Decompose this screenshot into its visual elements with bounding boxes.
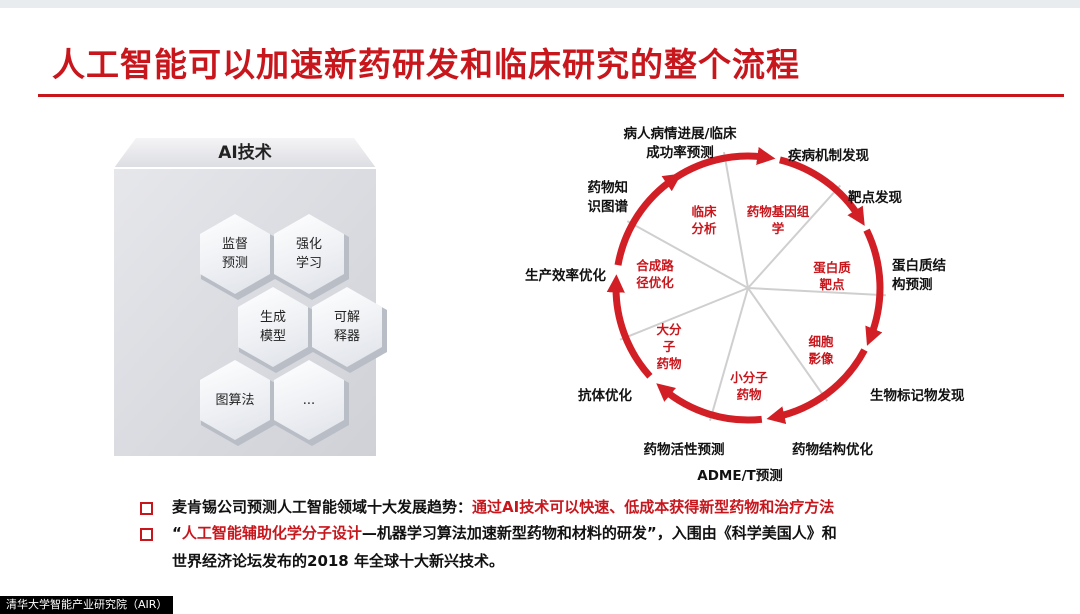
cycle-arrow [606, 274, 653, 379]
cycle-arrow [779, 156, 865, 226]
cycle-arrow [766, 348, 868, 425]
ai-technique-hex: ... [274, 360, 344, 440]
cycle-arrow [863, 228, 884, 346]
bullet-mckinsey-highlight: 通过AI技术可以快速、低成本获得新型药物和治疗方法 [472, 498, 835, 516]
bullet-chem-design-highlight: 人工智能辅助化学分子设计 [181, 524, 362, 542]
ai-technique-hex-text: 释器 [333, 329, 360, 344]
ai-technique-hex-text: 学习 [295, 256, 322, 271]
outer-application-label: 生产效率优化 [525, 267, 606, 284]
inner-stage-label: 大分子药物 [656, 322, 682, 371]
ai-technique-hex-text: 模型 [259, 329, 286, 344]
wheel-spoke [723, 151, 749, 289]
bullet-square-icon [140, 528, 153, 541]
bullet-square-icon [140, 502, 153, 515]
cycle-arrow [656, 383, 763, 424]
ai-technique-hex-text: 图算法 [215, 392, 255, 408]
inner-stage-label: 药物基因组学 [747, 204, 810, 236]
bullet-chem-design: “人工智能辅助化学分子设计—机器学习算法加速新型药物和材料的研发”，入围由《科学… [138, 520, 1038, 546]
wheel-spoke [747, 184, 842, 289]
outer-application-label: ADME/T预测 [697, 467, 782, 484]
bullet-chem-design-line2: 世界经济论坛发布的2018 年全球十大新兴技术。 [138, 548, 1038, 574]
bullet-mckinsey: 麦肯锡公司预测人工智能领域十大发展趋势：通过AI技术可以快速、低成本获得新型药物… [138, 494, 1038, 520]
wheel-spoke [619, 287, 749, 341]
outer-application-label: 靶点发现 [848, 189, 902, 206]
ai-technique-hex-text: 生成 [259, 310, 286, 325]
wheel-spoke [747, 287, 829, 402]
top-bar [0, 0, 1080, 8]
ai-technique-hex-text: 监督 [221, 237, 248, 252]
ai-technique-hex: 图算法 [200, 360, 270, 440]
page-title: 人工智能可以加速新药研发和临床研究的整个流程 [52, 45, 800, 84]
outer-application-label: 抗体优化 [578, 387, 632, 404]
outer-application-label: 药物结构优化 [792, 441, 873, 458]
ai-technique-hex-text: 可解 [333, 310, 360, 325]
bullet-quote-open: “ [172, 524, 182, 542]
ai-technique-hex-text: 强化 [295, 237, 322, 252]
ai-technology-label: AI技术 [218, 143, 272, 163]
ai-technique-hex-text: ... [302, 392, 316, 408]
wheel-spoke [626, 220, 749, 289]
ai-technique-hex: 可解释器 [312, 287, 382, 367]
bullet-list: 麦肯锡公司预测人工智能领域十大发展趋势：通过AI技术可以快速、低成本获得新型药物… [138, 494, 1038, 574]
inner-stage-label: 临床分析 [691, 204, 717, 236]
outer-application-label: 药物知识图谱 [588, 179, 629, 215]
outer-application-label: 药物活性预测 [644, 441, 725, 458]
outer-application-label: 生物标记物发现 [870, 387, 965, 404]
inner-stage-label: 小分子药物 [729, 370, 768, 402]
wheel-spoke [709, 287, 749, 421]
bullet-chem-design-continuation: 世界经济论坛发布的2018 年全球十大新兴技术。 [172, 552, 504, 570]
outer-application-label: 蛋白质结构预测 [892, 257, 946, 293]
ai-technique-hex-text: 预测 [221, 256, 248, 271]
ai-technique-hex: 生成模型 [238, 287, 308, 367]
bullet-mckinsey-prefix: 麦肯锡公司预测人工智能领域十大发展趋势： [172, 498, 473, 516]
footer-institute-tag: 清华大学智能产业研究院（AIR） [0, 596, 174, 614]
title-divider [38, 94, 1064, 97]
cycle-arrow [614, 173, 682, 266]
inner-stage-label: 合成路径优化 [636, 258, 674, 290]
wheel-spoke [747, 287, 886, 297]
outer-application-label: 疾病机制发现 [788, 147, 869, 164]
inner-stage-label: 细胞影像 [808, 334, 834, 366]
outer-application-label: 病人病情进展/临床成功率预测 [624, 125, 737, 161]
inner-stage-label: 蛋白质靶点 [813, 260, 851, 292]
bullet-chem-design-rest: —机器学习算法加速新型药物和材料的研发”，入围由《科学美国人》和 [361, 524, 837, 542]
